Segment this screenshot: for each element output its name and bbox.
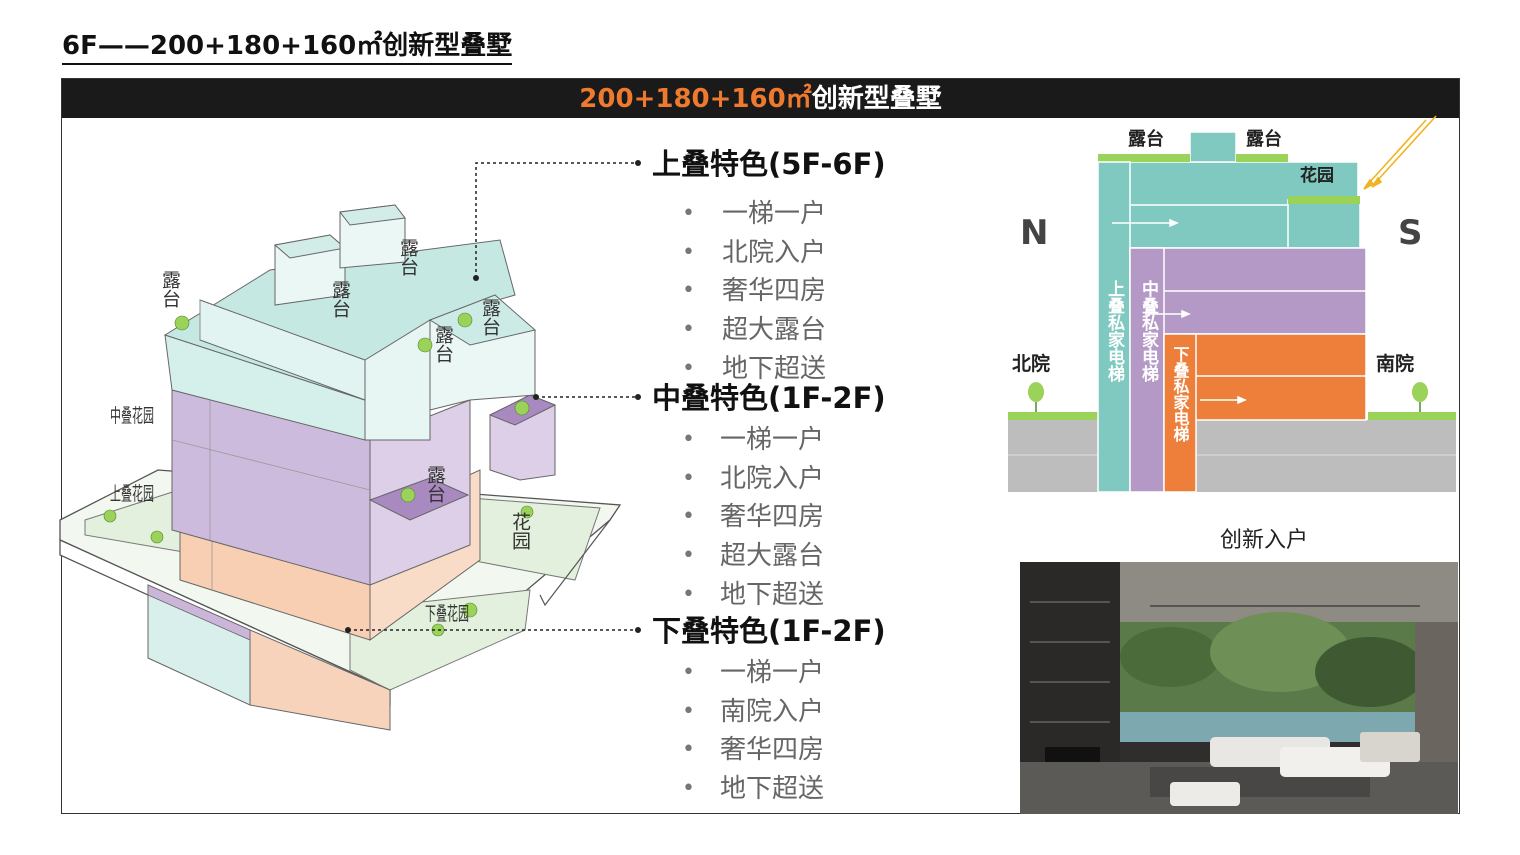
label-lutai-6: 露台 xyxy=(424,465,446,503)
podium-edge-right xyxy=(539,519,611,607)
lower-unit xyxy=(1163,333,1367,421)
label-xiadie-huayuan: 下叠花园 xyxy=(425,603,469,625)
feature-upper-heading: 上叠特色(5F-6F) xyxy=(652,147,886,181)
feature-item: 北院入户 xyxy=(652,234,886,273)
middle-elevator-label: 中叠私家电梯 xyxy=(1138,279,1159,383)
feature-item: 奢华四房 xyxy=(652,498,886,537)
feature-middle: 中叠特色(1F-2F) 一梯一户 北院入户 奢华四房 超大露台 地下超送 xyxy=(652,381,886,615)
lower-elevator-label: 下叠私家电梯 xyxy=(1171,346,1190,443)
feature-lower-heading: 下叠特色(1F-2F) xyxy=(652,614,886,648)
feature-item: 地下超送 xyxy=(652,350,886,389)
garden-deck xyxy=(1288,196,1360,204)
title-accent: 200+180+160㎡ xyxy=(579,84,812,114)
feature-item: 地下超送 xyxy=(652,576,886,615)
label-huayuan: 花园 xyxy=(509,512,531,550)
feature-item: 超大露台 xyxy=(652,537,886,576)
feature-upper: 上叠特色(5F-6F) 一梯一户 北院入户 奢华四房 超大露台 地下超送 xyxy=(652,147,886,389)
feature-item: 南院入户 xyxy=(652,693,886,732)
north-yard-label: 北院 xyxy=(1012,352,1050,375)
title-rest: 创新型叠墅 xyxy=(811,84,942,114)
north-lawn xyxy=(1008,412,1098,420)
feature-lower-list: 一梯一户 南院入户 奢华四房 地下超送 xyxy=(652,654,886,809)
teal-right-step-top xyxy=(428,294,537,346)
interior-scene xyxy=(1020,562,1458,814)
section-trees xyxy=(1028,382,1428,412)
upper-elevator-shaft xyxy=(1097,161,1131,493)
feature-item: 一梯一户 xyxy=(652,654,886,693)
label-lutai-1: 露台 xyxy=(397,238,419,276)
ground xyxy=(1008,420,1456,492)
label-zhongdie-huayuan: 中叠花园 xyxy=(110,405,154,427)
feature-item: 地下超送 xyxy=(652,770,886,809)
label-lutai-5: 露台 xyxy=(432,325,454,363)
feature-item: 奢华四房 xyxy=(652,272,886,311)
feature-middle-heading: 中叠特色(1F-2F) xyxy=(652,381,886,415)
garden-label: 花园 xyxy=(1300,165,1334,186)
purple-terrace-mid xyxy=(368,477,470,521)
upper-elevator-label: 上叠私家电梯 xyxy=(1104,280,1125,383)
south-lawn xyxy=(1368,412,1456,420)
leader-lines xyxy=(348,162,638,631)
feature-middle-list: 一梯一户 北院入户 奢华四房 超大露台 地下超送 xyxy=(652,421,886,615)
north-label: N xyxy=(1020,213,1048,253)
label-lutai-2: 露台 xyxy=(159,270,181,308)
feature-item: 超大露台 xyxy=(652,311,886,350)
terrace-right-deck xyxy=(1236,154,1288,162)
label-shangdie-huayuan: 上叠花园 xyxy=(110,483,154,505)
teal-box-2-top xyxy=(339,204,406,226)
tree-icons xyxy=(103,312,534,637)
section-diagram: N S 北院 南院 露台 露台 花园 上叠私家电梯 中叠私家电梯 下叠私家电梯 xyxy=(1008,115,1456,493)
sunlight-icon xyxy=(1363,115,1437,190)
teal-right-upper xyxy=(364,319,431,441)
feature-item: 一梯一户 xyxy=(652,421,886,460)
feature-lower: 下叠特色(1F-2F) 一梯一户 南院入户 奢华四房 地下超送 xyxy=(652,614,886,809)
base-orange-face xyxy=(249,629,391,731)
feature-upper-list: 一梯一户 北院入户 奢华四房 超大露台 地下超送 xyxy=(652,195,886,389)
feature-item: 北院入户 xyxy=(652,460,886,499)
middle-elevator-shaft xyxy=(1129,247,1165,493)
page-heading: 6F——200+180+160㎡创新型叠墅 xyxy=(62,30,513,65)
feature-item: 一梯一户 xyxy=(652,195,886,234)
label-lutai-4: 露台 xyxy=(479,298,501,336)
terrace-right-label: 露台 xyxy=(1246,128,1282,150)
interior-photo xyxy=(1020,562,1458,814)
section-caption: 创新入户 xyxy=(1220,528,1309,553)
terrace-left-label: 露台 xyxy=(1128,128,1164,150)
lower-elevator-shaft xyxy=(1163,333,1197,493)
terrace-left-deck xyxy=(1098,154,1190,162)
leader-dots xyxy=(345,160,641,633)
label-lutai-3: 露台 xyxy=(329,280,351,318)
entry-arrows xyxy=(1112,218,1247,405)
base-purple-strip xyxy=(147,584,251,641)
roof-stair xyxy=(1189,131,1237,163)
feature-item: 奢华四房 xyxy=(652,731,886,770)
south-yard-label: 南院 xyxy=(1376,352,1414,375)
south-label: S xyxy=(1398,213,1423,253)
title-bar: 200+180+160㎡创新型叠墅 xyxy=(62,79,1459,118)
